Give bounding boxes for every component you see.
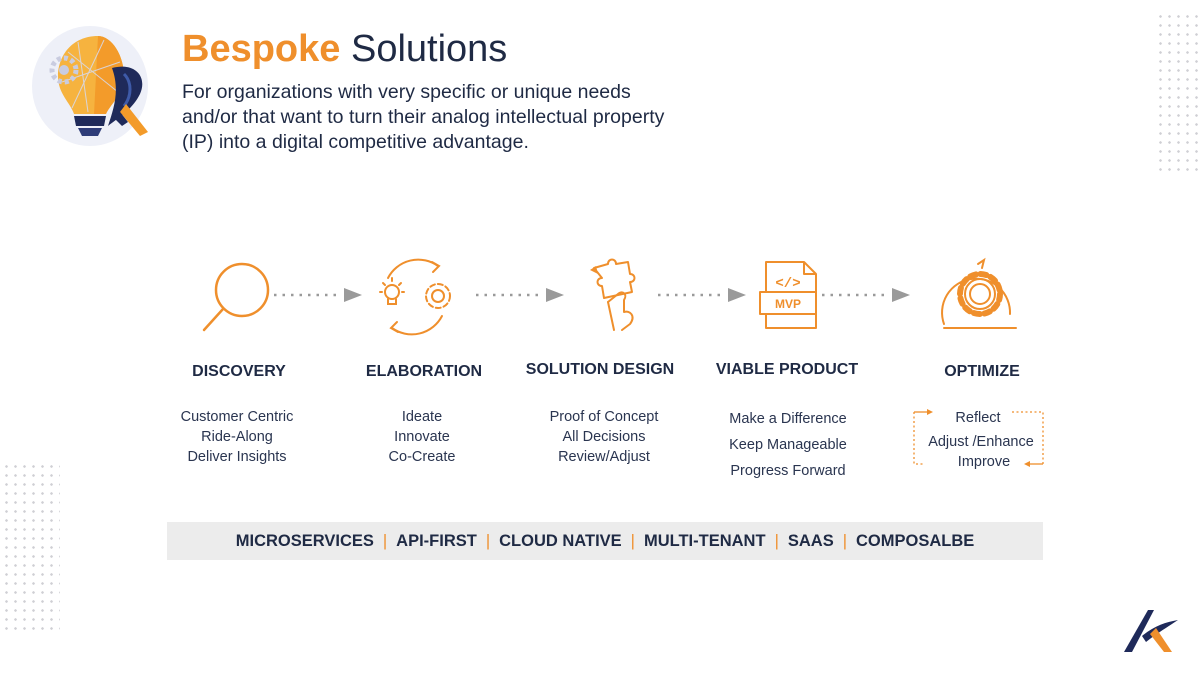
- tech-separator: |: [485, 531, 491, 550]
- tech-item: MULTI-TENANT: [643, 531, 766, 550]
- code-symbol-label: </>: [775, 276, 800, 292]
- tech-item: MICROSERVICES: [235, 531, 374, 550]
- flow-arrow: [476, 288, 564, 302]
- step-title-viable-product: VIABLE PRODUCT: [715, 361, 859, 378]
- mvp-label: MVP: [775, 297, 801, 311]
- step-title-optimize: OPTIMIZE: [944, 363, 1020, 380]
- tech-separator: |: [774, 531, 779, 550]
- list-item: Keep Manageable: [729, 437, 847, 453]
- list-item: Deliver Insights: [187, 449, 287, 465]
- list-item: Customer Centric: [180, 409, 294, 425]
- tech-item: API-FIRST: [396, 531, 477, 550]
- list-item: Review/Adjust: [558, 449, 650, 465]
- tech-separator: |: [842, 531, 847, 550]
- page-subtitle: For organizations with very specific or …: [182, 81, 665, 153]
- list-item: Progress Forward: [730, 463, 846, 479]
- tech-separator: |: [382, 531, 388, 550]
- step-title-elaboration: ELABORATION: [365, 363, 483, 380]
- tech-item: CLOUD NATIVE: [499, 531, 622, 550]
- mvp-document-icon: </> MVP: [759, 261, 817, 329]
- list-item: Innovate: [394, 429, 450, 445]
- tech-separator: |: [630, 531, 635, 550]
- step-lines-viable-product: Make a Difference Keep Manageable Progre…: [688, 406, 888, 484]
- flow-arrow: [658, 288, 746, 302]
- step-title-discovery: DISCOVERY: [192, 363, 286, 380]
- optimize-cycle-frame: [913, 409, 1044, 467]
- technology-bar: MICROSERVICES | API-FIRST | CLOUD NATIVE…: [167, 522, 1043, 560]
- title-rest: Solutions: [350, 28, 508, 70]
- list-item: Proof of Concept: [549, 409, 659, 425]
- list-item: Adjust /Enhance: [928, 434, 1034, 450]
- list-item: Reflect: [955, 410, 1001, 426]
- title-accent: Bespoke: [182, 28, 341, 70]
- lightbulb-illustration-icon: [32, 26, 148, 146]
- list-item: Improve: [957, 454, 1011, 470]
- brand-logo-icon: [1124, 610, 1178, 652]
- gear-cycle-icon: [941, 257, 1017, 329]
- list-item: Ride-Along: [201, 429, 273, 445]
- step-lines-optimize: Reflect Adjust /Enhance Improve: [878, 406, 1078, 474]
- tech-item: COMPOSALBE: [856, 531, 975, 550]
- magnifier-icon: [202, 262, 270, 332]
- puzzle-hand-icon: [590, 258, 636, 331]
- dot-pattern-bottom-left: [2, 462, 60, 634]
- list-item: Co-Create: [388, 449, 456, 465]
- list-item: All Decisions: [562, 429, 646, 445]
- tech-item: SAAS: [787, 531, 834, 550]
- step-title-solution-design: SOLUTION DESIGN: [525, 361, 675, 378]
- flow-arrow: [822, 288, 910, 302]
- dot-pattern-top-right: [1156, 12, 1202, 176]
- page-title: Bespoke Solutions: [182, 26, 507, 72]
- list-item: Make a Difference: [729, 411, 847, 427]
- list-item: Ideate: [401, 409, 443, 425]
- step-lines-discovery: Customer Centric Ride-Along Deliver Insi…: [137, 407, 337, 467]
- flow-arrow: [274, 288, 362, 302]
- step-lines-solution-design: Proof of Concept All Decisions Review/Ad…: [504, 407, 704, 467]
- idea-cycle-icon: [379, 258, 451, 336]
- step-lines-elaboration: Ideate Innovate Co-Create: [322, 407, 522, 467]
